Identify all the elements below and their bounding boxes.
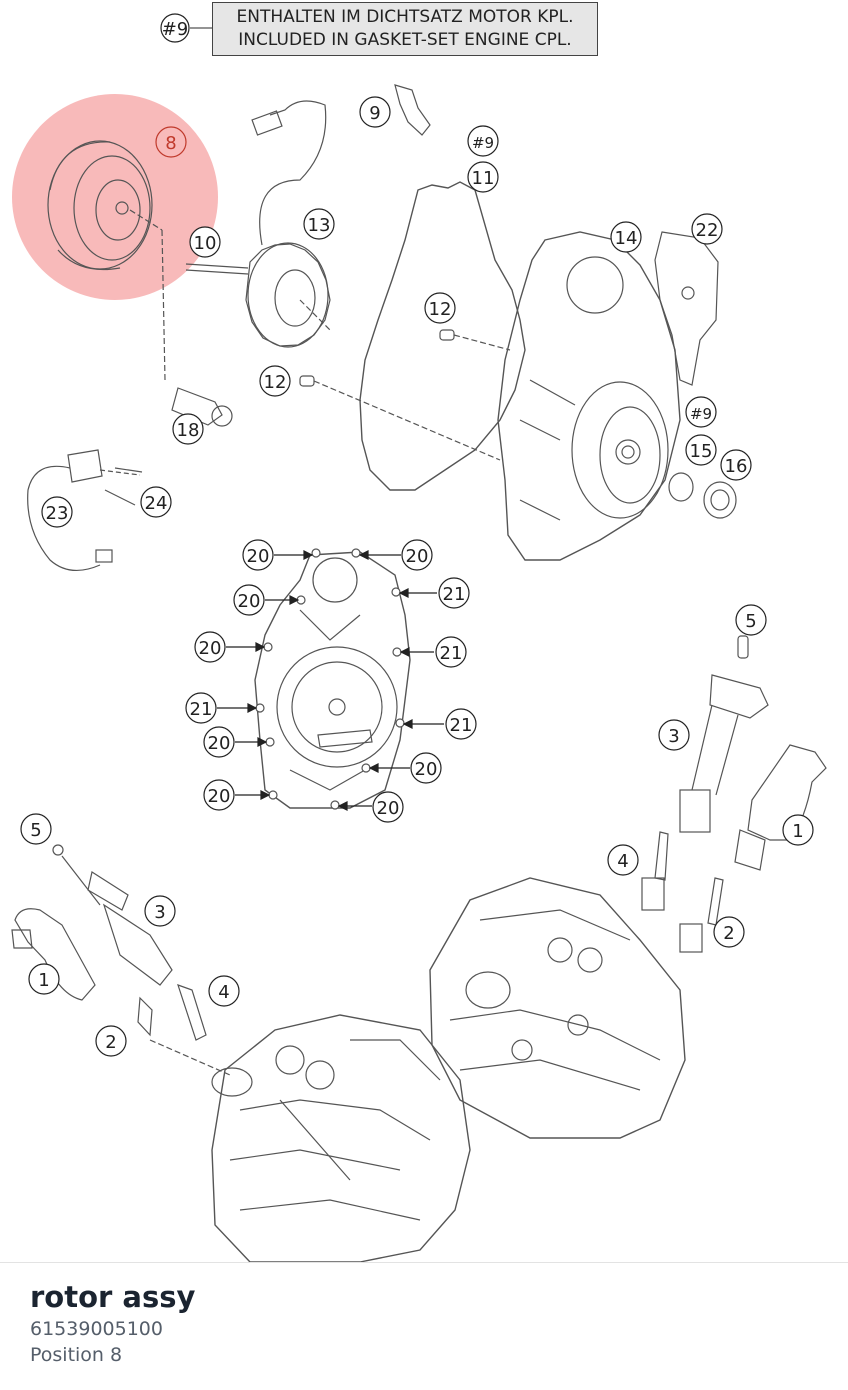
callout-12-upper[interactable]: 12 (424, 292, 456, 324)
callout-3-right[interactable]: 3 (658, 719, 690, 751)
callout-21-d[interactable]: 21 (445, 708, 477, 740)
svg-text:4: 4 (617, 851, 628, 872)
callout-20-c[interactable]: 20 (233, 584, 265, 616)
part-name: rotor assy (30, 1280, 196, 1314)
callout-24[interactable]: 24 (140, 486, 172, 518)
callout-14[interactable]: 14 (610, 221, 642, 253)
svg-text:20: 20 (208, 786, 231, 807)
svg-text:3: 3 (668, 726, 679, 747)
svg-text:12: 12 (264, 372, 287, 393)
svg-text:23: 23 (46, 503, 69, 524)
callout-5-left[interactable]: 5 (20, 813, 52, 845)
svg-text:8: 8 (165, 133, 176, 154)
svg-text:21: 21 (450, 715, 473, 736)
cylinder-head-front-drawing (211, 1014, 471, 1262)
svg-text:#9: #9 (162, 19, 189, 40)
svg-text:16: 16 (725, 456, 748, 477)
svg-text:21: 21 (440, 643, 463, 664)
callout-9-note: #9 (467, 125, 499, 157)
svg-text:18: 18 (177, 420, 200, 441)
callout-4-right[interactable]: 4 (607, 844, 639, 876)
svg-text:2: 2 (105, 1032, 116, 1053)
svg-text:3: 3 (154, 902, 165, 923)
callout-21-c[interactable]: 21 (185, 692, 217, 724)
svg-text:12: 12 (429, 299, 452, 320)
callout-23[interactable]: 23 (41, 496, 73, 528)
callout-2-left[interactable]: 2 (95, 1025, 127, 1057)
svg-text:14: 14 (615, 228, 638, 249)
callout-20-d[interactable]: 20 (194, 631, 226, 663)
svg-text:1: 1 (792, 821, 803, 842)
callout-9[interactable]: 9 (359, 96, 391, 128)
callout-10[interactable]: 10 (189, 226, 221, 258)
svg-text:20: 20 (247, 546, 270, 567)
callout-1-right[interactable]: 1 (782, 814, 814, 846)
clutch-cover-drawing (254, 551, 411, 809)
note-line-en: INCLUDED IN GASKET-SET ENGINE CPL. (238, 30, 572, 50)
svg-text:10: 10 (194, 233, 217, 254)
svg-text:20: 20 (208, 733, 231, 754)
callout-20-h[interactable]: 20 (372, 791, 404, 823)
callout-20-a[interactable]: 20 (242, 539, 274, 571)
callout-1-left[interactable]: 1 (28, 963, 60, 995)
cylinder-head-rear-drawing (429, 877, 686, 1139)
svg-text:22: 22 (696, 220, 719, 241)
svg-text:5: 5 (745, 611, 756, 632)
svg-text:2: 2 (723, 923, 734, 944)
note-line-de: ENTHALTEN IM DICHTSATZ MOTOR KPL. (236, 7, 574, 27)
callout-note-9: #9 (160, 13, 190, 43)
callout-8[interactable]: 8 (155, 126, 187, 158)
svg-text:20: 20 (415, 759, 438, 780)
callout-5-right[interactable]: 5 (735, 604, 767, 636)
svg-text:24: 24 (145, 493, 168, 514)
callout-20-f[interactable]: 20 (410, 752, 442, 784)
generator-cover-drawing (497, 231, 681, 561)
svg-text:20: 20 (238, 591, 261, 612)
rotor-drawing[interactable] (47, 140, 153, 271)
svg-text:#9: #9 (690, 405, 712, 423)
callout-16[interactable]: 16 (720, 449, 752, 481)
svg-text:20: 20 (199, 638, 222, 659)
svg-text:9: 9 (369, 103, 380, 124)
exploded-parts-diagram: #9 8 9 #9 11 13 10 14 (11, 13, 827, 1262)
callout-2-right[interactable]: 2 (713, 916, 745, 948)
callout-22[interactable]: 22 (691, 213, 723, 245)
callout-20-g[interactable]: 20 (203, 779, 235, 811)
part-position: Position 8 (30, 1344, 123, 1366)
callout-12-lower[interactable]: 12 (259, 365, 291, 397)
callout-21-a[interactable]: 21 (438, 577, 470, 609)
stator-drawing (245, 242, 331, 348)
callout-18[interactable]: 18 (172, 413, 204, 445)
part-number: 61539005100 (30, 1318, 163, 1340)
callout-3-left[interactable]: 3 (144, 895, 176, 927)
callout-13[interactable]: 13 (303, 208, 335, 240)
gasket-set-note: ENTHALTEN IM DICHTSATZ MOTOR KPL. INCLUD… (212, 2, 598, 56)
info-divider (0, 1262, 848, 1263)
callout-9-note-right: #9 (685, 396, 717, 428)
callout-20-e[interactable]: 20 (203, 726, 235, 758)
callout-4-left[interactable]: 4 (208, 975, 240, 1007)
svg-text:11: 11 (472, 168, 495, 189)
svg-text:20: 20 (377, 798, 400, 819)
svg-text:15: 15 (690, 441, 713, 462)
rotor-highlight[interactable] (12, 94, 218, 300)
svg-text:5: 5 (30, 820, 41, 841)
callout-20-b[interactable]: 20 (401, 539, 433, 571)
svg-text:4: 4 (218, 982, 229, 1003)
selected-part-info: rotor assy 61539005100 Position 8 (30, 1278, 195, 1368)
svg-text:#9: #9 (472, 134, 494, 152)
callout-15[interactable]: 15 (685, 434, 717, 466)
svg-text:20: 20 (406, 546, 429, 567)
callout-21-b[interactable]: 21 (435, 636, 467, 668)
svg-text:13: 13 (308, 215, 331, 236)
svg-text:21: 21 (443, 584, 466, 605)
svg-text:21: 21 (190, 699, 213, 720)
callout-11[interactable]: 11 (467, 161, 499, 193)
svg-text:1: 1 (38, 970, 49, 991)
